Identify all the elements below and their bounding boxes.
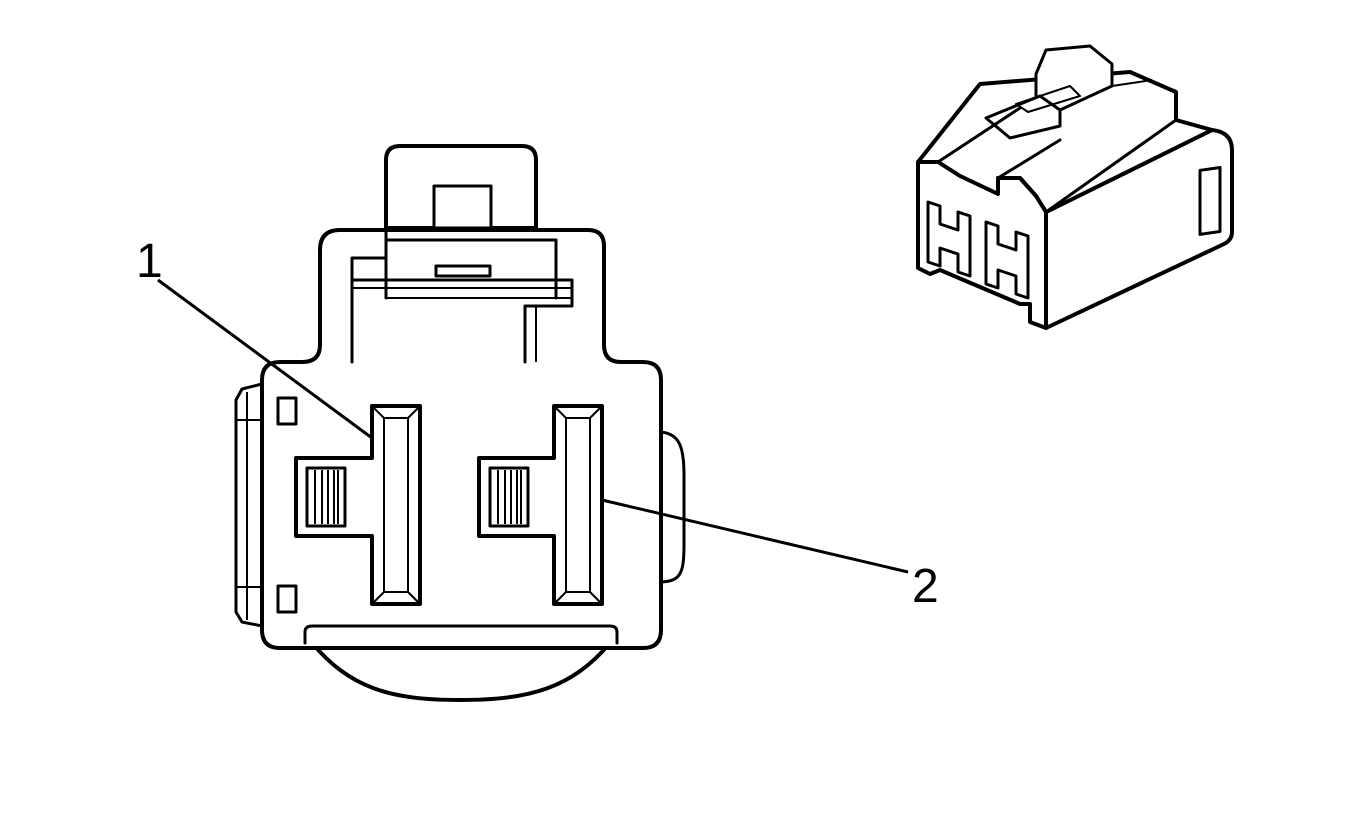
terminal-cavity-1 (294, 404, 422, 606)
callout-label-1: 1 (136, 235, 163, 288)
callout-label-2: 2 (912, 560, 939, 613)
connector-face-view-icon (234, 144, 686, 702)
corner-hole-top (276, 396, 298, 426)
latch-window (432, 184, 493, 232)
terminal-cavity-2 (477, 404, 604, 606)
leader-line-1 (157, 278, 373, 440)
connector-right-bump (656, 430, 686, 584)
latch-slot (434, 264, 492, 278)
connector-bottom-skirt (310, 641, 612, 702)
connector-isometric-view-icon (916, 44, 1234, 330)
leader-line-2 (601, 498, 909, 574)
housing-bottom-lip (303, 624, 619, 645)
corner-hole-bottom (276, 584, 298, 614)
